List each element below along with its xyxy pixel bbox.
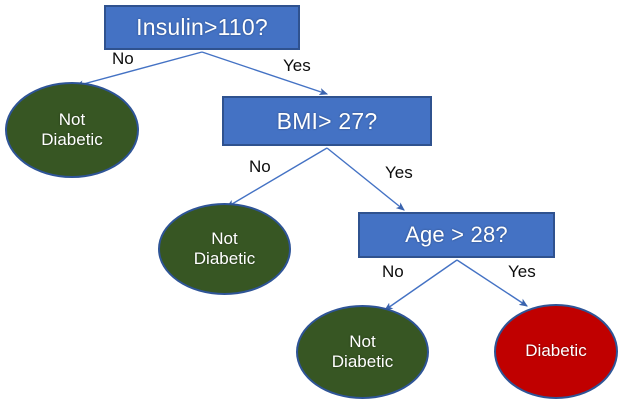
decision-node-insulin[interactable]: Insulin>110? <box>104 5 300 50</box>
leaf-label-line2: Diabetic <box>193 249 256 268</box>
leaf-label-line2: Diabetic <box>331 352 394 371</box>
decision-node-bmi[interactable]: BMI> 27? <box>222 96 432 146</box>
leaf-label-line1: Not <box>349 331 376 351</box>
edge-label-root-no: No <box>112 49 134 68</box>
decision-node-label: BMI> 27? <box>276 107 378 134</box>
edge-label-root-yes: Yes <box>283 56 311 75</box>
leaf-label-line1: Diabetic <box>525 341 587 361</box>
leaf-node-diabetic[interactable]: Diabetic <box>494 304 618 399</box>
leaf-label-line1: Not <box>58 109 86 129</box>
leaf-node-not-diabetic-2[interactable]: Not Diabetic <box>158 203 291 295</box>
leaf-label-line1: Not <box>211 228 238 248</box>
edge-label-bmi-no: No <box>249 157 271 176</box>
edge-root-no <box>74 51 203 88</box>
edge-label-age-no: No <box>382 262 404 281</box>
edge-label-age-yes: Yes <box>508 262 536 281</box>
decision-node-age[interactable]: Age > 28? <box>358 212 555 258</box>
leaf-node-not-diabetic-1[interactable]: Not Diabetic <box>5 82 139 178</box>
leaf-node-not-diabetic-3[interactable]: Not Diabetic <box>296 305 429 399</box>
decision-node-label: Insulin>110? <box>136 14 268 40</box>
edge-label-bmi-yes: Yes <box>385 163 413 182</box>
edge-bmi-no <box>226 147 328 208</box>
decision-node-label: Age > 28? <box>405 222 508 247</box>
leaf-label-line2: Diabetic <box>41 130 103 149</box>
